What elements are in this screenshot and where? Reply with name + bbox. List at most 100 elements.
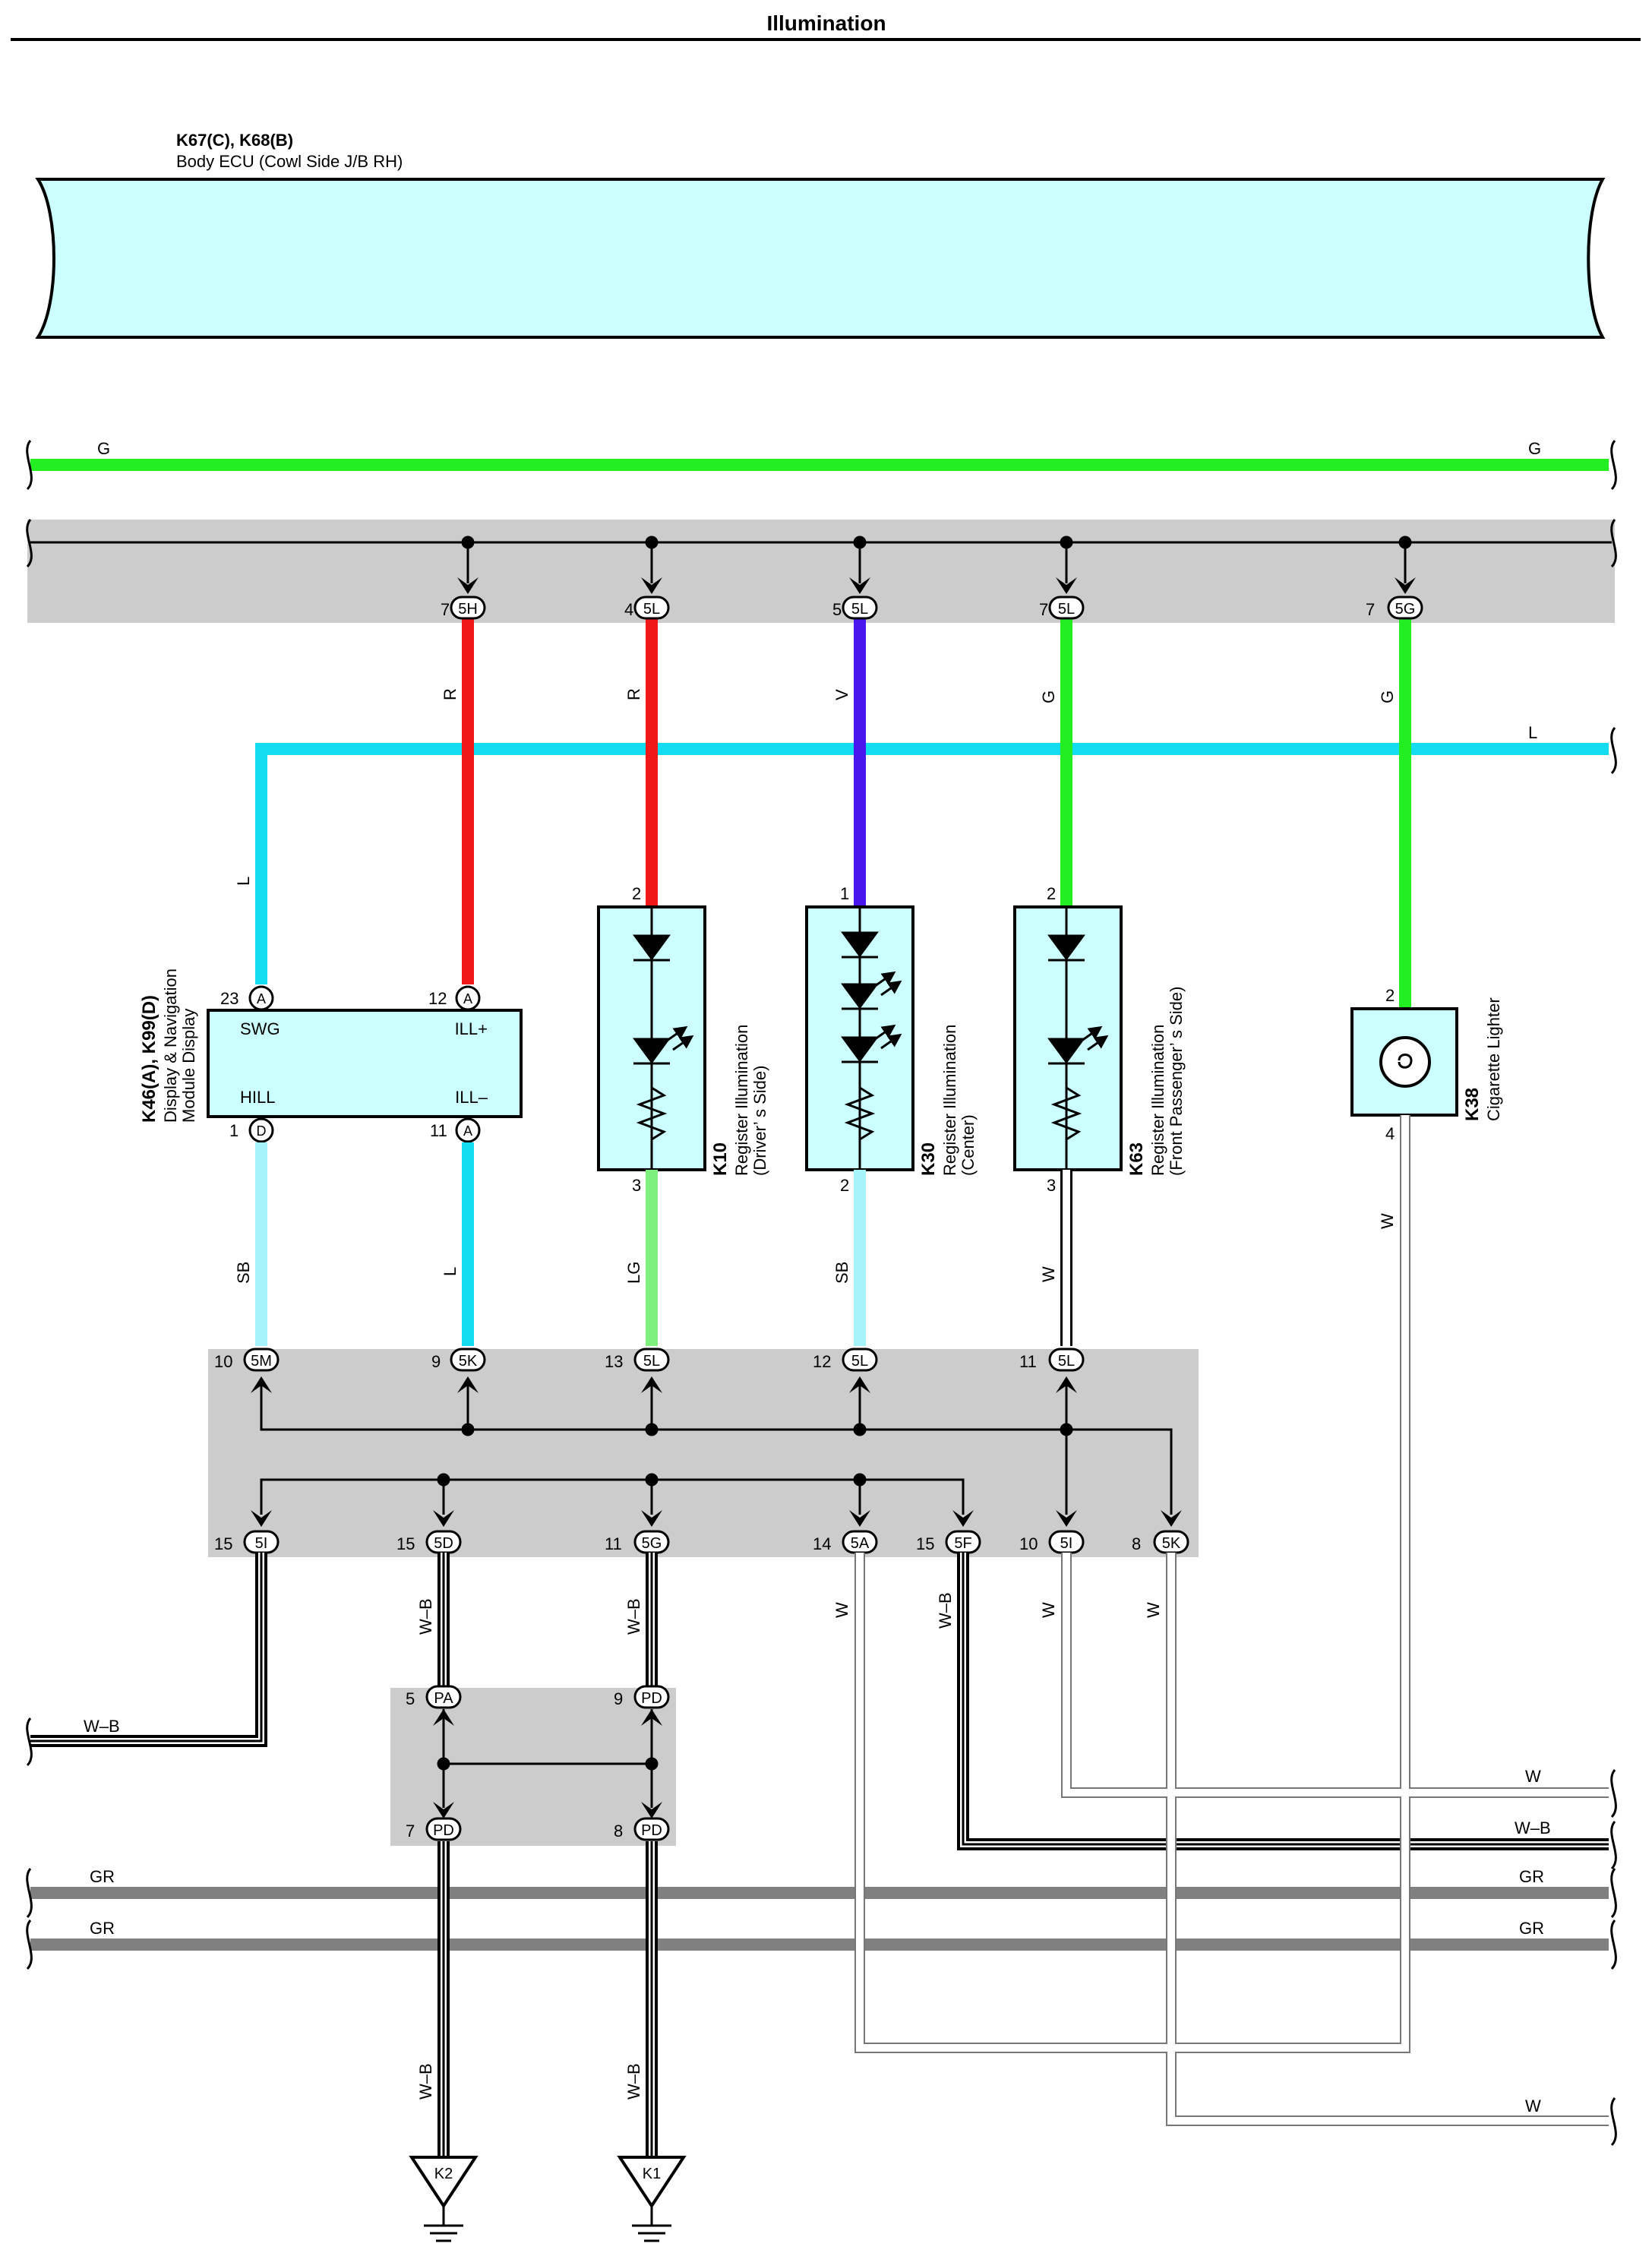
svg-text:5G: 5G [1395, 601, 1416, 618]
arrow-icons [433, 1709, 662, 1818]
svg-text:5M: 5M [251, 1353, 272, 1370]
k38-pin-top: 2 [1385, 986, 1395, 1005]
svg-text:PD: PD [641, 1690, 662, 1707]
low-connector-5a: 14 5A [813, 1530, 878, 1554]
k10-led-chain [633, 907, 694, 1170]
display-hill: HILL [240, 1088, 275, 1107]
wire-label-l: L [441, 1267, 460, 1276]
wire-break-icon [1610, 440, 1617, 491]
k10-pin-bottom: 3 [632, 1176, 641, 1195]
svg-text:D: D [257, 1123, 267, 1139]
junction-block-area [208, 1349, 1199, 1557]
svg-text:7: 7 [406, 1822, 415, 1841]
svg-text:11: 11 [605, 1534, 622, 1553]
svg-text:PD: PD [641, 1822, 662, 1839]
top-connector-5h: 7 5H [441, 596, 486, 620]
junction-internal-wiring [437, 1709, 659, 1808]
low-connector-5i: 10 5I [1019, 1530, 1085, 1554]
wire-break-icon [26, 1717, 33, 1767]
svg-text:10: 10 [214, 1352, 232, 1371]
top-connector-5l: 7 5L [1039, 596, 1085, 620]
display-ill-minus: ILL– [455, 1088, 488, 1107]
wire-label-w-b: W–B [416, 1598, 435, 1635]
wire-label-v: V [832, 689, 851, 700]
display-name-line1: Display & Navigation [161, 968, 180, 1123]
svg-text:15: 15 [214, 1534, 232, 1553]
svg-text:A: A [257, 991, 266, 1006]
svg-text:1: 1 [229, 1121, 238, 1140]
svg-text:5H: 5H [458, 601, 478, 618]
wire-break-icon [1610, 1769, 1617, 1818]
svg-text:PD: PD [433, 1822, 454, 1839]
k63-code: K63 [1126, 1142, 1147, 1176]
wire-label-r: R [441, 688, 460, 700]
k30-name-line2: (Center) [959, 1114, 978, 1176]
wire-break-icon [1610, 1821, 1617, 1870]
k30-name-line1: Register Illumination [940, 1025, 959, 1176]
wire-label-gr: GR [90, 1919, 115, 1938]
page-title: Illumination [766, 11, 886, 35]
low-connector-5i: 15 5I [214, 1530, 280, 1554]
arrow-down-icons [457, 577, 1416, 594]
wire-label-w: W [1144, 1602, 1163, 1618]
display-swg: SWG [240, 1019, 280, 1038]
mid-connector-5l: 12 5L [813, 1348, 878, 1372]
svg-text:4: 4 [624, 600, 633, 619]
svg-text:11: 11 [1019, 1352, 1037, 1371]
svg-text:K1: K1 [643, 2166, 661, 2182]
k30-code: K30 [918, 1142, 939, 1176]
wire-label-w-b: W–B [624, 1598, 643, 1635]
arrow-down-icons [251, 1510, 1182, 1527]
svg-text:5G: 5G [642, 1535, 662, 1552]
display-codes: K46(A), K99(D) [139, 995, 160, 1123]
k38-code: K38 [1462, 1088, 1483, 1121]
k10-code: K10 [710, 1142, 731, 1176]
wire-label-gr: GR [1519, 1867, 1544, 1886]
junction-connector-pd: 8 PD [614, 1817, 670, 1841]
ground-k2-icon: K2 [409, 2156, 479, 2242]
top-connector-5l: 4 5L [624, 596, 670, 620]
k10-name-line1: Register Illumination [732, 1025, 751, 1176]
wire-break-icon [1610, 727, 1617, 775]
wire-break-icon [26, 519, 33, 568]
svg-text:5: 5 [406, 1689, 415, 1708]
ecu-internal-area [27, 520, 1615, 623]
arrow-up-icons [251, 1376, 1077, 1393]
wire-label-w: W [1378, 1213, 1397, 1229]
svg-text:5L: 5L [851, 601, 868, 618]
svg-text:5L: 5L [1058, 601, 1075, 618]
wire-label-w: W [1039, 1602, 1058, 1618]
svg-text:15: 15 [916, 1534, 934, 1553]
svg-text:12: 12 [813, 1352, 831, 1371]
display-ill-plus: ILL+ [455, 1019, 488, 1038]
lighter-icon [1379, 1036, 1431, 1088]
wire-label-w-b: W–B [624, 2063, 643, 2100]
svg-text:A: A [463, 1123, 472, 1139]
svg-text:9: 9 [431, 1352, 441, 1371]
display-pin-ill-minus: 11 A [430, 1117, 481, 1143]
svg-text:5I: 5I [1060, 1535, 1073, 1552]
svg-text:23: 23 [220, 989, 238, 1008]
wb-wires [30, 1553, 1609, 2157]
wire-label-w-b: W–B [936, 1592, 955, 1629]
wire-break-icon [26, 1868, 33, 1919]
wire-label-g: G [97, 439, 110, 458]
jb-internal-wiring [260, 1382, 1173, 1515]
svg-text:5K: 5K [459, 1353, 478, 1370]
svg-text:5A: 5A [851, 1535, 870, 1552]
svg-text:5: 5 [832, 600, 842, 619]
top-connector-5l: 5 5L [832, 596, 878, 620]
svg-text:10: 10 [1019, 1534, 1038, 1553]
k30-led-chain [841, 907, 902, 1170]
ground-k1-icon: K1 [617, 2156, 687, 2242]
svg-text:8: 8 [1132, 1534, 1141, 1553]
k63-name-line2: (Front Passenger’ s Side) [1167, 987, 1186, 1176]
svg-text:A: A [463, 991, 472, 1006]
wire-label-w: W [1525, 1767, 1541, 1786]
ecu-taps [461, 536, 1412, 583]
svg-text:12: 12 [428, 989, 447, 1008]
k63-pin-bottom: 3 [1047, 1176, 1056, 1195]
k10-name-line2: (Driver’ s Side) [750, 1066, 769, 1176]
svg-text:14: 14 [813, 1534, 831, 1553]
